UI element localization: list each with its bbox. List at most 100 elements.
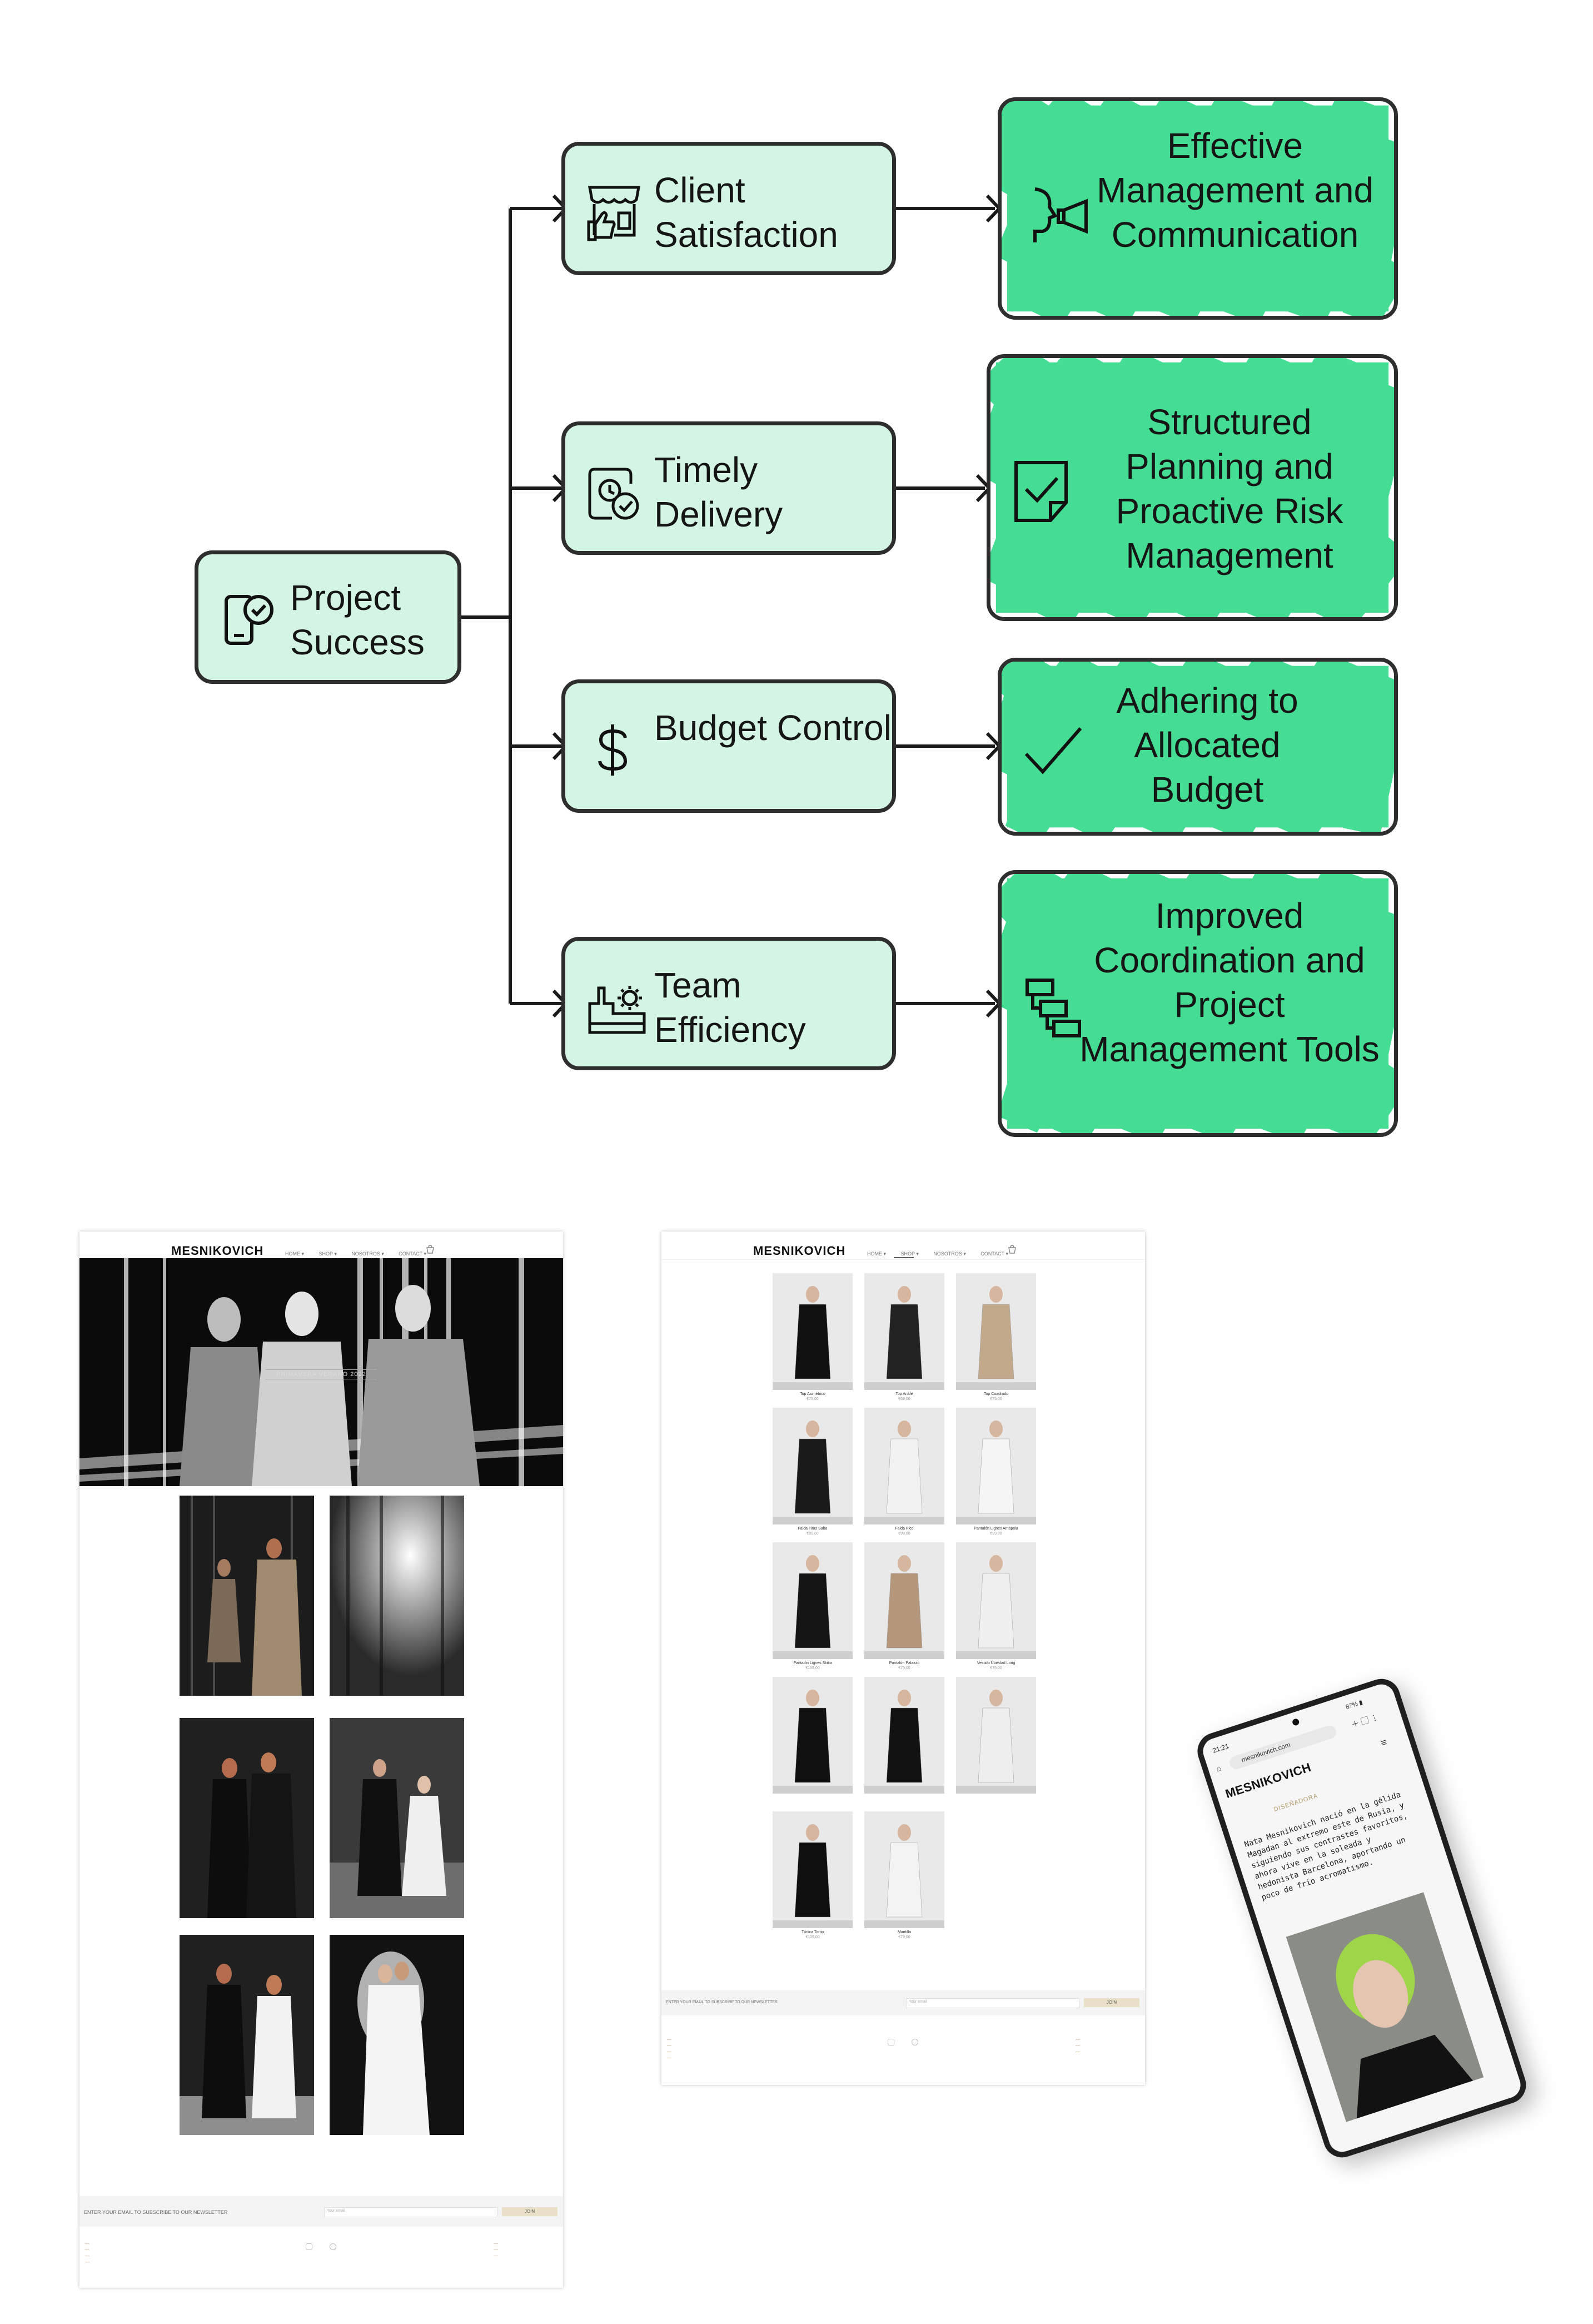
product-image[interactable] — [773, 1677, 853, 1794]
product-card[interactable] — [956, 1677, 1036, 1796]
product-image[interactable] — [956, 1542, 1036, 1659]
footer-links-left[interactable]: ———— — [85, 2241, 89, 2265]
product-card[interactable]: Pantalón Lignes Amapola€99,00 — [956, 1408, 1036, 1536]
site-logo[interactable]: MESNIKOVICH — [753, 1244, 846, 1258]
node-label: Team Efficiency — [654, 965, 806, 1050]
product-price: €109,00 — [805, 1935, 820, 1939]
nav-contact[interactable]: CONTACT ▾ — [399, 1251, 426, 1257]
hero-image[interactable]: PRIMAVERA VERANO 2022 — [79, 1258, 563, 1486]
designer-bio: Nata Mesnikovich nació en la gélida Maga… — [1243, 1790, 1409, 1903]
product-card[interactable]: Top Asimétrico€75,00 — [773, 1273, 853, 1401]
product-card[interactable]: Falda Tiras Saba€89,00 — [773, 1408, 853, 1536]
designer-portrait[interactable] — [1286, 1892, 1484, 2122]
footer-links-right[interactable]: ——— — [1076, 2037, 1080, 2054]
gallery-photo[interactable] — [330, 1935, 464, 2135]
product-image[interactable] — [773, 1408, 853, 1524]
product-name[interactable]: Top Asimétrico — [800, 1392, 825, 1396]
facebook-icon[interactable] — [330, 2243, 336, 2250]
nav-active-underline — [894, 1257, 914, 1258]
product-name[interactable]: Top Anáfe — [895, 1392, 913, 1396]
website-shop-screenshot: MESNIKOVICH HOME ▾ SHOP ▾ NOSOTROS ▾ CON… — [661, 1231, 1145, 2085]
product-image[interactable] — [864, 1542, 944, 1659]
nav-nosotros[interactable]: NOSOTROS ▾ — [351, 1251, 384, 1257]
email-input[interactable]: Your email — [906, 1998, 1079, 2008]
product-card[interactable]: Pantalón Lignes Skitia€109,00 — [773, 1542, 853, 1670]
website-home-screenshot: MESNIKOVICH HOME ▾ SHOP ▾ NOSOTROS ▾ CON… — [79, 1231, 563, 2288]
nav-contact[interactable]: CONTACT ▾ — [980, 1251, 1008, 1257]
product-name[interactable]: Vestido Ubiedad Long — [977, 1661, 1015, 1665]
join-button[interactable]: JOIN — [1084, 1998, 1139, 2007]
product-name[interactable]: Falda Pico — [895, 1527, 914, 1531]
menu-icon[interactable]: ≡ — [1379, 1736, 1388, 1749]
product-card[interactable]: Mantilla€79,00 — [864, 1811, 944, 1939]
node-team-efficiency: Team Efficiency — [561, 937, 896, 1070]
site-logo[interactable]: MESNIKOVICH — [171, 1244, 264, 1258]
main-nav: HOME ▾ SHOP ▾ NOSOTROS ▾ CONTACT ▾ — [285, 1248, 439, 1258]
phone-mockup: 21:21 87% ▮ mesnikovich.com ⌂ ＋ ▢ ⋮ MESN… — [1192, 1662, 1531, 2179]
gallery-photo[interactable] — [330, 1718, 464, 1918]
factory-gear-icon — [588, 986, 646, 1034]
status-time: 21:21 — [1211, 1742, 1230, 1755]
storefront-thumbs-up-icon — [587, 186, 640, 241]
node-adhering-budget: Adhering to Allocated Budget — [998, 658, 1398, 836]
product-image[interactable] — [956, 1677, 1036, 1794]
product-card[interactable]: Falda Pico€99,00 — [864, 1408, 944, 1536]
email-input[interactable]: Your email — [324, 2207, 497, 2217]
facebook-icon[interactable] — [912, 2039, 918, 2045]
product-price: €75,00 — [898, 1666, 910, 1670]
cart-icon[interactable] — [1007, 1245, 1017, 1255]
product-card[interactable] — [773, 1677, 853, 1796]
node-timely-delivery: Timely Delivery — [561, 421, 896, 555]
product-name[interactable]: Pantalón Palazzo — [889, 1661, 920, 1665]
instagram-icon[interactable] — [306, 2243, 312, 2250]
nav-home[interactable]: HOME ▾ — [867, 1251, 887, 1257]
nav-shop[interactable]: SHOP ▾ — [900, 1251, 919, 1257]
gallery-photo[interactable] — [180, 1496, 314, 1696]
checked-document-icon — [1014, 461, 1068, 522]
gallery-photo[interactable] — [330, 1496, 464, 1696]
product-image[interactable] — [864, 1273, 944, 1390]
gallery-photo[interactable] — [180, 1935, 314, 2135]
join-button[interactable]: JOIN — [502, 2207, 557, 2216]
product-price: €99,00 — [898, 1532, 910, 1536]
product-image[interactable] — [864, 1677, 944, 1794]
product-name[interactable]: Mantilla — [897, 1930, 912, 1934]
product-image[interactable] — [956, 1408, 1036, 1524]
cart-icon[interactable] — [425, 1245, 435, 1255]
product-card[interactable]: Vestido Ubiedad Long€75,00 — [956, 1542, 1036, 1670]
home-icon[interactable]: ⌂ — [1214, 1763, 1222, 1774]
scribble-fill — [1002, 662, 1394, 832]
nav-home[interactable]: HOME ▾ — [285, 1251, 305, 1257]
url-text: mesnikovich.com — [1240, 1740, 1292, 1764]
product-image[interactable] — [773, 1273, 853, 1390]
product-price: €99,00 — [990, 1532, 1002, 1536]
product-name[interactable]: Falda Tiras Saba — [798, 1527, 828, 1531]
product-image[interactable] — [956, 1273, 1036, 1390]
checkmark-icon — [1024, 727, 1082, 774]
product-card[interactable]: Túnica Tortio€109,00 — [773, 1811, 853, 1939]
product-card[interactable] — [864, 1677, 944, 1796]
product-card[interactable]: Pantalón Palazzo€75,00 — [864, 1542, 944, 1670]
hero-illustration — [79, 1258, 563, 1486]
portrait-illustration — [1286, 1892, 1484, 2122]
product-name[interactable]: Pantalón Lignes Skitia — [793, 1661, 832, 1665]
gantt-blocks-icon — [1026, 979, 1081, 1037]
product-image[interactable] — [864, 1811, 944, 1928]
product-name[interactable]: Pantalón Lignes Amapola — [974, 1527, 1018, 1531]
nav-nosotros[interactable]: NOSOTROS ▾ — [933, 1251, 966, 1257]
nav-shop[interactable]: SHOP ▾ — [318, 1251, 337, 1257]
gallery-photo[interactable] — [180, 1718, 314, 1918]
product-image[interactable] — [773, 1542, 853, 1659]
address-bar[interactable]: mesnikovich.com — [1228, 1724, 1338, 1771]
product-card[interactable]: Top Anáfe€69,00 — [864, 1273, 944, 1401]
product-name[interactable]: Túnica Tortio — [802, 1930, 824, 1934]
tabs-icon[interactable]: ＋ ▢ ⋮ — [1350, 1712, 1380, 1730]
product-price: €75,00 — [990, 1397, 1002, 1401]
product-image[interactable] — [864, 1408, 944, 1524]
footer-links-left[interactable]: ———— — [667, 2037, 671, 2060]
product-image[interactable] — [773, 1811, 853, 1928]
instagram-icon[interactable] — [888, 2039, 894, 2045]
product-card[interactable]: Top Cuadrado€75,00 — [956, 1273, 1036, 1401]
product-name[interactable]: Top Cuadrado — [984, 1392, 1008, 1396]
footer-links-right[interactable]: ——— — [494, 2241, 498, 2258]
